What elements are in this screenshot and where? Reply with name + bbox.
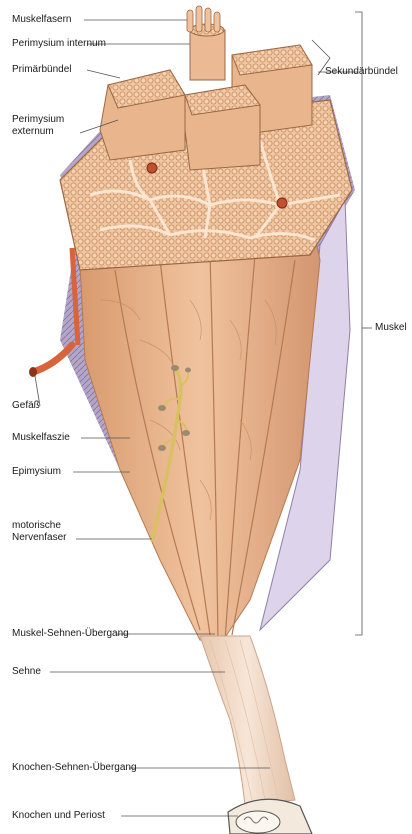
label-motorische-2: Nervenfaser bbox=[12, 532, 66, 544]
label-motorische-1: motorische bbox=[12, 520, 61, 532]
label-perimysium-externum-1: Perimysium bbox=[12, 114, 64, 126]
label-gefaess: Gefäß bbox=[12, 400, 40, 412]
label-muskel: Muskel bbox=[375, 322, 407, 334]
label-muskelfaszie: Muskelfaszie bbox=[12, 432, 70, 444]
label-epimysium: Epimysium bbox=[12, 466, 61, 478]
label-sekundaerbuendel: Sekundärbündel bbox=[325, 66, 398, 78]
label-perimysium-internum: Perimysium internum bbox=[12, 38, 106, 50]
label-muskelfasern: Muskelfasern bbox=[12, 14, 71, 26]
label-perimysium-externum-2: externum bbox=[12, 126, 54, 138]
label-knochen-sehnen-uebergang: Knochen-Sehnen-Übergang bbox=[12, 762, 137, 774]
label-primaerbuendel: Primärbündel bbox=[12, 64, 71, 76]
label-muskel-sehnen-uebergang: Muskel-Sehnen-Übergang bbox=[12, 628, 129, 640]
label-sehne: Sehne bbox=[12, 666, 41, 678]
label-knochen-periost: Knochen und Periost bbox=[12, 810, 105, 822]
bone-periost bbox=[228, 799, 312, 834]
